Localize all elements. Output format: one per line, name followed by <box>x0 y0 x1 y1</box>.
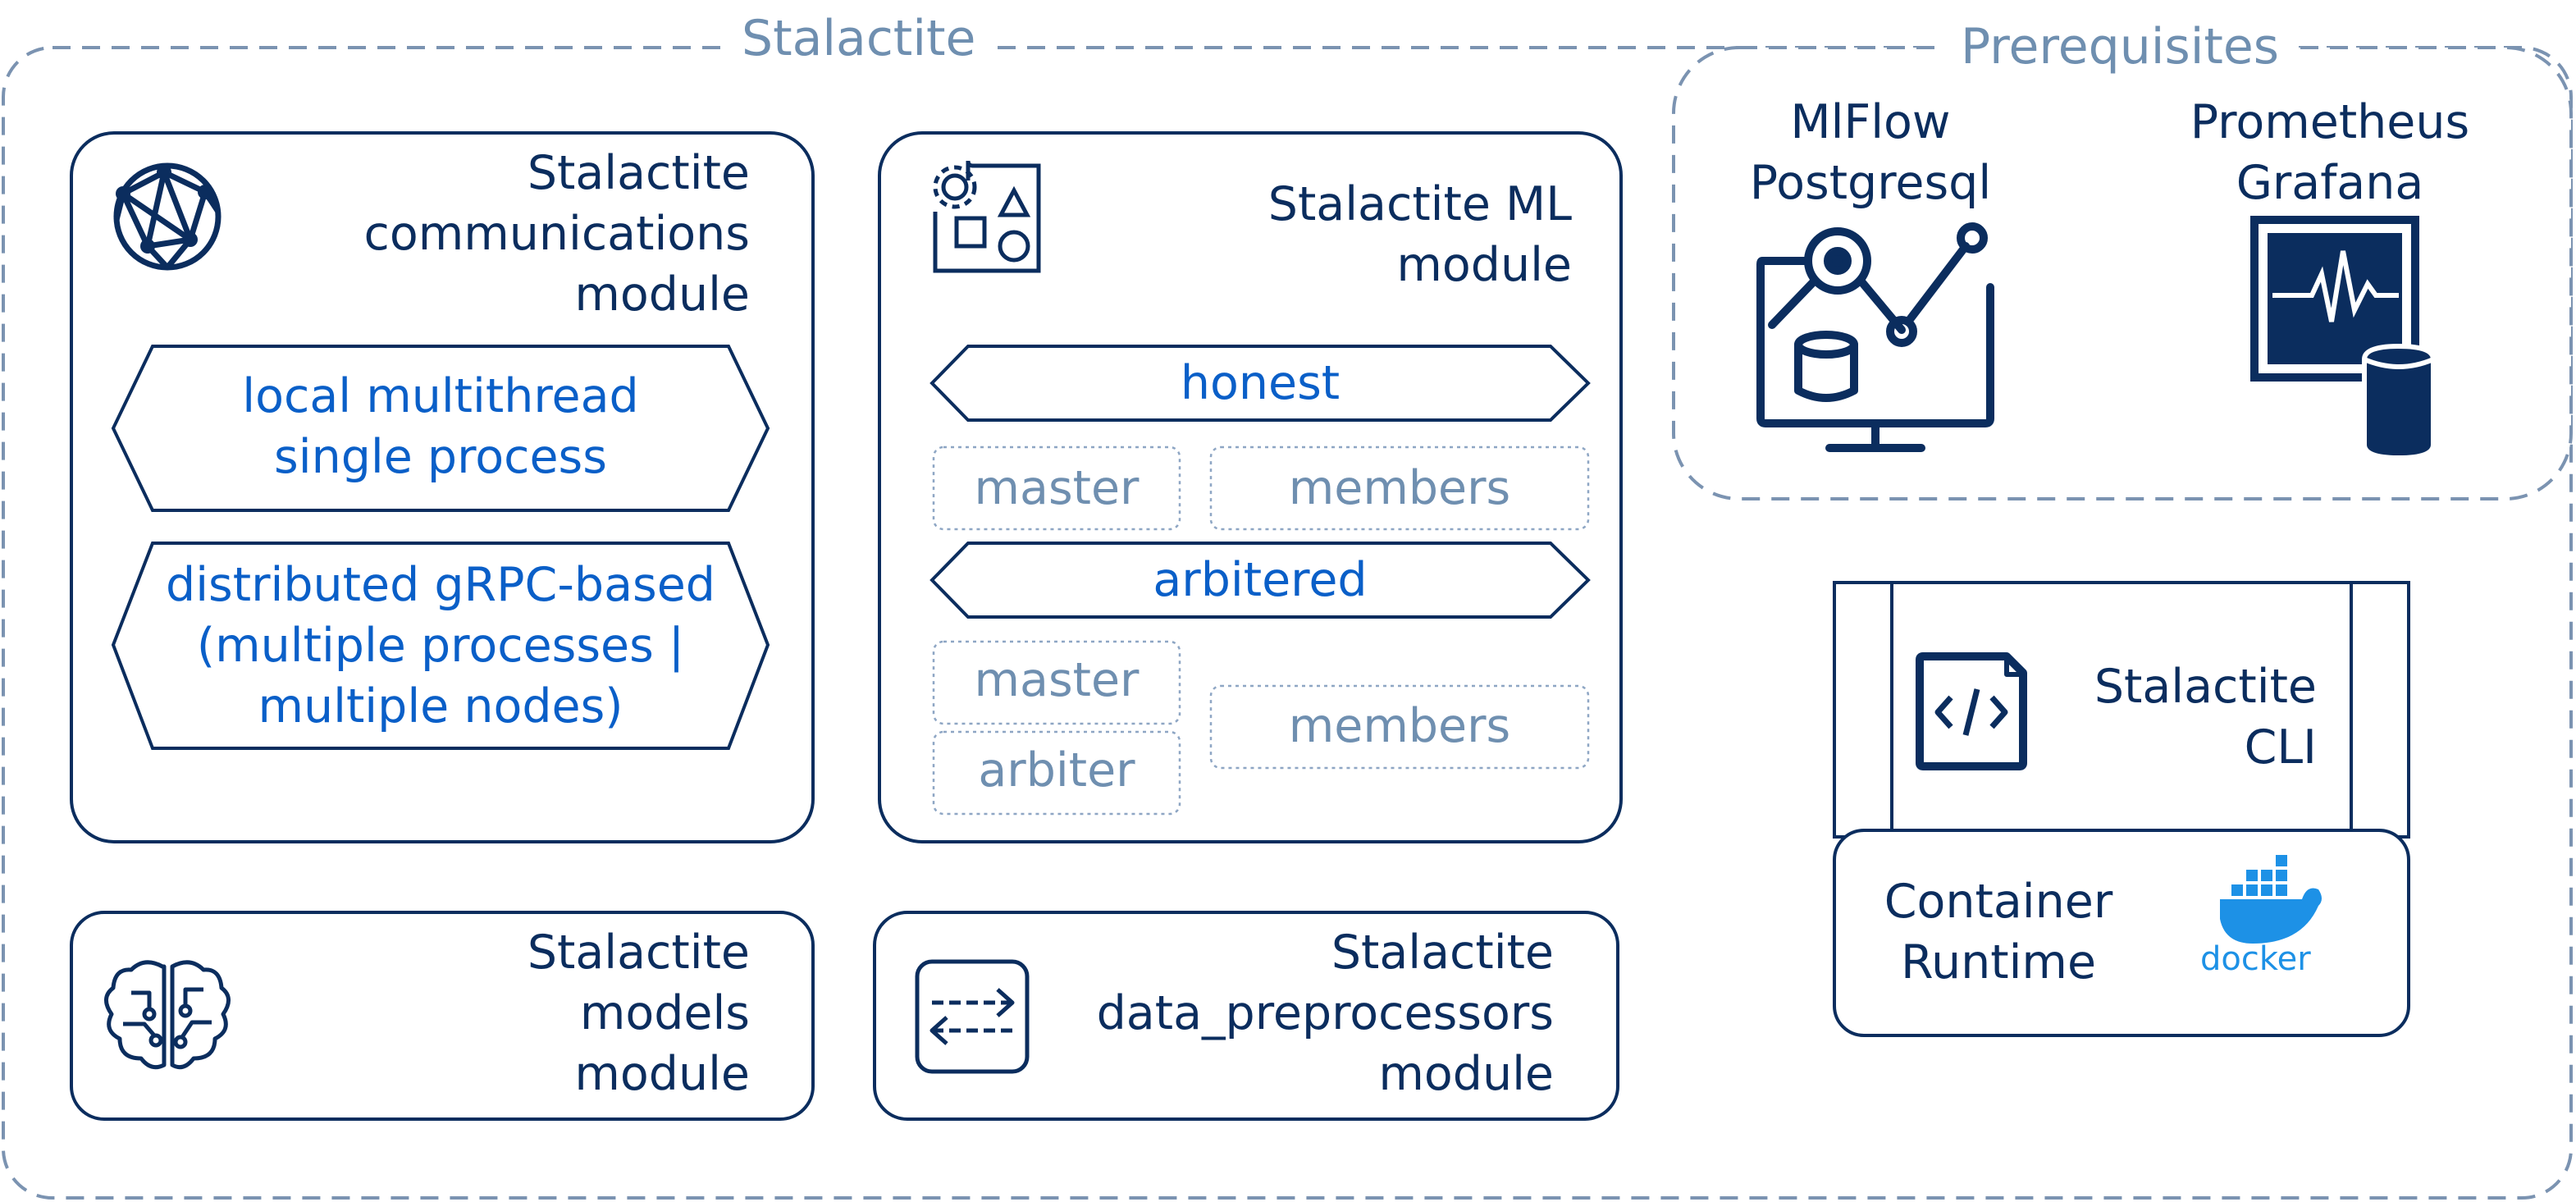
transfer-arrows-icon <box>915 959 1030 1074</box>
stalactite-group-title: Stalactite <box>722 10 996 67</box>
communications-module-box <box>70 131 815 843</box>
arbitered-arbiter-label: arbiter <box>978 743 1135 798</box>
ml-module-box <box>878 131 1623 843</box>
docker-wordmark: docker <box>2200 940 2311 978</box>
honest-label: honest <box>1180 356 1341 410</box>
network-globe-icon <box>113 162 222 271</box>
distributed-mode-hexagon <box>111 542 770 750</box>
arbitered-master-label: master <box>974 653 1140 707</box>
honest-master-box <box>932 446 1181 531</box>
communications-module-title: Stalactite communications module <box>363 146 750 322</box>
arbitered-master-box <box>932 640 1181 725</box>
shapes-gear-icon <box>933 160 1041 273</box>
circuit-brain-icon <box>104 960 231 1070</box>
cli-title: Stalactite CLI <box>2094 660 2317 775</box>
prerequisites-group-frame <box>1672 46 2573 500</box>
honest-hexagon <box>929 345 1591 422</box>
models-module-box <box>70 911 815 1121</box>
honest-master-label: master <box>974 461 1140 515</box>
mlflow-postgresql-label: MlFlow Postgresql <box>1749 95 1992 210</box>
prerequisites-group-title: Prerequisites <box>1941 18 2300 75</box>
models-module-title: Stalactite models module <box>527 925 750 1101</box>
arbitered-members-label: members <box>1288 699 1511 753</box>
arbitered-arbiter-box <box>932 730 1181 816</box>
runtime-box <box>1833 829 2410 1037</box>
local-mode-hexagon <box>111 345 770 512</box>
ml-module-title: Stalactite ML module <box>1267 177 1572 292</box>
preprocessors-module-box <box>873 911 1619 1121</box>
honest-members-label: members <box>1288 461 1511 515</box>
analytics-monitor-database-icon <box>1756 222 1994 452</box>
arbitered-label: arbitered <box>1153 553 1368 607</box>
docker-whale-icon <box>2220 855 2322 944</box>
distributed-mode-label: distributed gRPC-based (multiple process… <box>166 558 715 734</box>
container-runtime-title: Container Runtime <box>1884 875 2113 989</box>
stalactite-group-frame <box>2 46 2573 1200</box>
preprocessors-module-title: Stalactite data_preprocessors module <box>1096 925 1554 1101</box>
code-file-icon <box>1916 652 2027 770</box>
honest-members-box <box>1209 446 1590 531</box>
arbitered-hexagon <box>929 542 1591 619</box>
arbitered-members-box <box>1209 684 1590 770</box>
prometheus-grafana-label: Prometheus Grafana <box>2190 95 2470 210</box>
local-mode-label: local multithread single process <box>242 369 639 484</box>
monitor-database-icon <box>2250 216 2436 461</box>
